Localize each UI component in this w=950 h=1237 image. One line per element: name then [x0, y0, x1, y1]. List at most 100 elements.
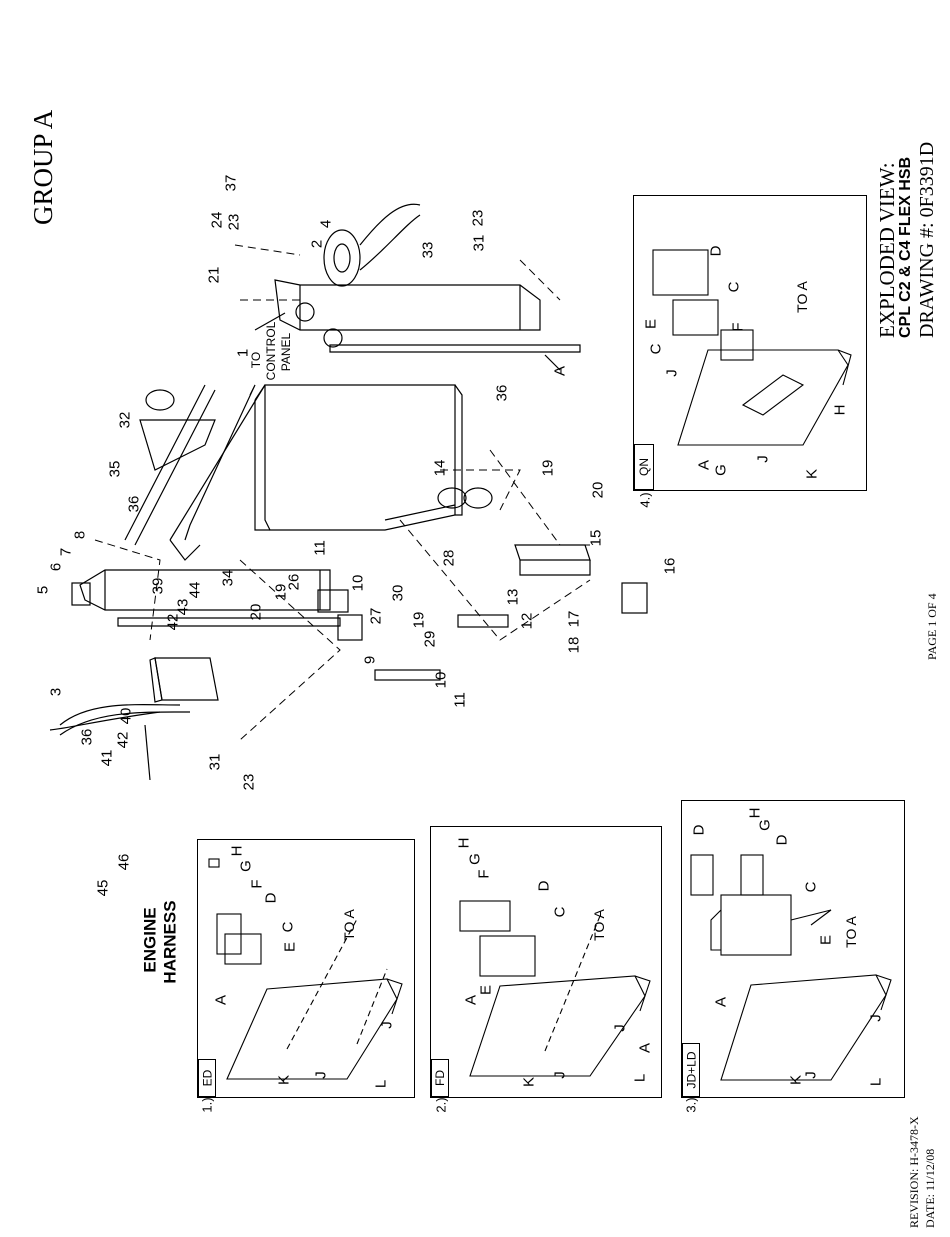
callout-10a: 10 — [349, 574, 367, 592]
callout-5: 5 — [34, 585, 52, 595]
callout-2: 2 — [308, 239, 326, 249]
inset-3-letter-k: K — [787, 1074, 805, 1086]
inset-tag-ed: ED — [198, 1059, 216, 1097]
ref-a-label: A — [551, 365, 569, 377]
callout-42b: 42 — [114, 731, 132, 749]
callout-45: 45 — [94, 879, 112, 897]
inset-3-number: 3.) — [683, 1097, 699, 1113]
inset-4-letter-g: G — [712, 464, 730, 476]
inset-2-letter-h: H — [455, 837, 473, 849]
callout-24: 24 — [208, 211, 226, 229]
callout-19c: 19 — [539, 459, 557, 477]
inset-1-letter-j-b: J — [378, 1021, 396, 1029]
callout-16: 16 — [661, 557, 679, 575]
inset-3-letter-l: L — [867, 1077, 885, 1087]
engine-harness-line-1: ENGINE — [140, 907, 160, 973]
inset-3-to-a: TO A — [843, 916, 859, 948]
inset-1-letter-f: F — [248, 879, 266, 889]
inset-3-letter-d-b: D — [773, 834, 791, 846]
inset-jd-ld: JD+LD — [681, 800, 905, 1098]
inset-3-letter-e: E — [817, 934, 835, 946]
inset-4-letter-j-b: J — [754, 455, 772, 463]
engine-harness-line-2: HARNESS — [160, 900, 180, 984]
callout-43: 43 — [174, 598, 192, 616]
callout-20a: 20 — [247, 603, 265, 621]
callout-20b: 20 — [589, 481, 607, 499]
callout-18: 18 — [565, 636, 583, 654]
inset-4-letter-e: E — [642, 318, 660, 330]
inset-jd-ld-drawing — [690, 854, 892, 1081]
callout-4: 4 — [317, 219, 335, 229]
inset-4-to-a: TO A — [794, 281, 810, 313]
callout-7: 7 — [57, 547, 75, 557]
inset-4-letter-d: D — [707, 245, 725, 257]
inset-1-letter-g: G — [237, 860, 255, 872]
inset-1-letter-h: H — [228, 845, 246, 857]
callout-17: 17 — [565, 610, 583, 628]
to-control-panel-line-3: PANEL — [279, 332, 293, 372]
inset-1-number: 1.) — [199, 1097, 215, 1113]
inset-qn-drawing — [652, 249, 852, 446]
inset-1-letter-d: D — [262, 892, 280, 904]
inset-3-letter-h: H — [746, 807, 764, 819]
callout-27: 27 — [367, 607, 385, 625]
callout-13: 13 — [504, 588, 522, 606]
inset-1-letter-k: K — [275, 1074, 293, 1086]
callout-36b: 36 — [493, 384, 511, 402]
callout-14: 14 — [431, 459, 449, 477]
callout-37: 37 — [222, 174, 240, 192]
inset-2-letter-j-b: J — [611, 1024, 629, 1032]
inset-2-letter-a-b: A — [636, 1042, 654, 1054]
callout-29: 29 — [421, 630, 439, 648]
callout-23c: 23 — [240, 773, 258, 791]
callout-31a: 31 — [470, 234, 488, 252]
inset-qn: QN — [633, 195, 867, 491]
inset-2-letter-a-a: A — [462, 994, 480, 1006]
inset-4-letter-f: F — [729, 322, 747, 332]
inset-1-letter-e: E — [281, 941, 299, 953]
inset-2-to-a: TO A — [591, 909, 607, 941]
inset-ed: ED — [197, 839, 415, 1098]
callout-36c: 36 — [78, 728, 96, 746]
callout-36a: 36 — [125, 495, 143, 513]
callout-21: 21 — [205, 266, 223, 284]
callout-1: 1 — [234, 348, 252, 358]
inset-3-letter-d-a: D — [690, 824, 708, 836]
inset-4-letter-c-b: C — [647, 343, 665, 355]
to-control-panel-line-2: CONTROL — [264, 321, 278, 381]
callout-26: 26 — [285, 573, 303, 591]
inset-4-letter-k: K — [803, 468, 821, 480]
inset-tag-fd: FD — [431, 1059, 449, 1097]
inset-2-letter-g: G — [466, 853, 484, 865]
inset-1-letter-a: A — [212, 994, 230, 1006]
callout-35: 35 — [106, 460, 124, 478]
callout-34: 34 — [219, 569, 237, 587]
callout-6: 6 — [47, 562, 65, 572]
inset-1-to-a: TO A — [341, 909, 357, 941]
inset-2-letter-j-a: J — [551, 1071, 569, 1079]
callout-23a: 23 — [225, 213, 243, 231]
inset-4-letter-a: A — [695, 459, 713, 471]
inset-4-number: 4.) — [637, 492, 653, 508]
inset-2-letter-l: L — [631, 1073, 649, 1083]
inset-tag-qn: QN — [634, 444, 654, 490]
inset-2-letter-d: D — [535, 880, 553, 892]
inset-4-letter-c-a: C — [725, 281, 743, 293]
inset-2-letter-k: K — [520, 1076, 538, 1088]
inset-4-letter-j-a: J — [663, 369, 681, 377]
callout-31b: 31 — [206, 753, 224, 771]
callout-12: 12 — [518, 612, 536, 630]
callout-30: 30 — [389, 584, 407, 602]
callout-40: 40 — [117, 707, 135, 725]
inset-fd: FD — [430, 826, 662, 1098]
callout-42a: 42 — [164, 613, 182, 631]
callout-11a: 11 — [311, 540, 329, 556]
callout-41: 41 — [98, 749, 116, 767]
inset-fd-drawing — [459, 900, 651, 1077]
inset-3-letter-j-b: J — [867, 1014, 885, 1022]
callout-33: 33 — [419, 241, 437, 259]
callout-3: 3 — [47, 687, 65, 697]
callout-11b: 11 — [451, 692, 469, 708]
to-control-panel-line-1: TO — [249, 351, 263, 369]
